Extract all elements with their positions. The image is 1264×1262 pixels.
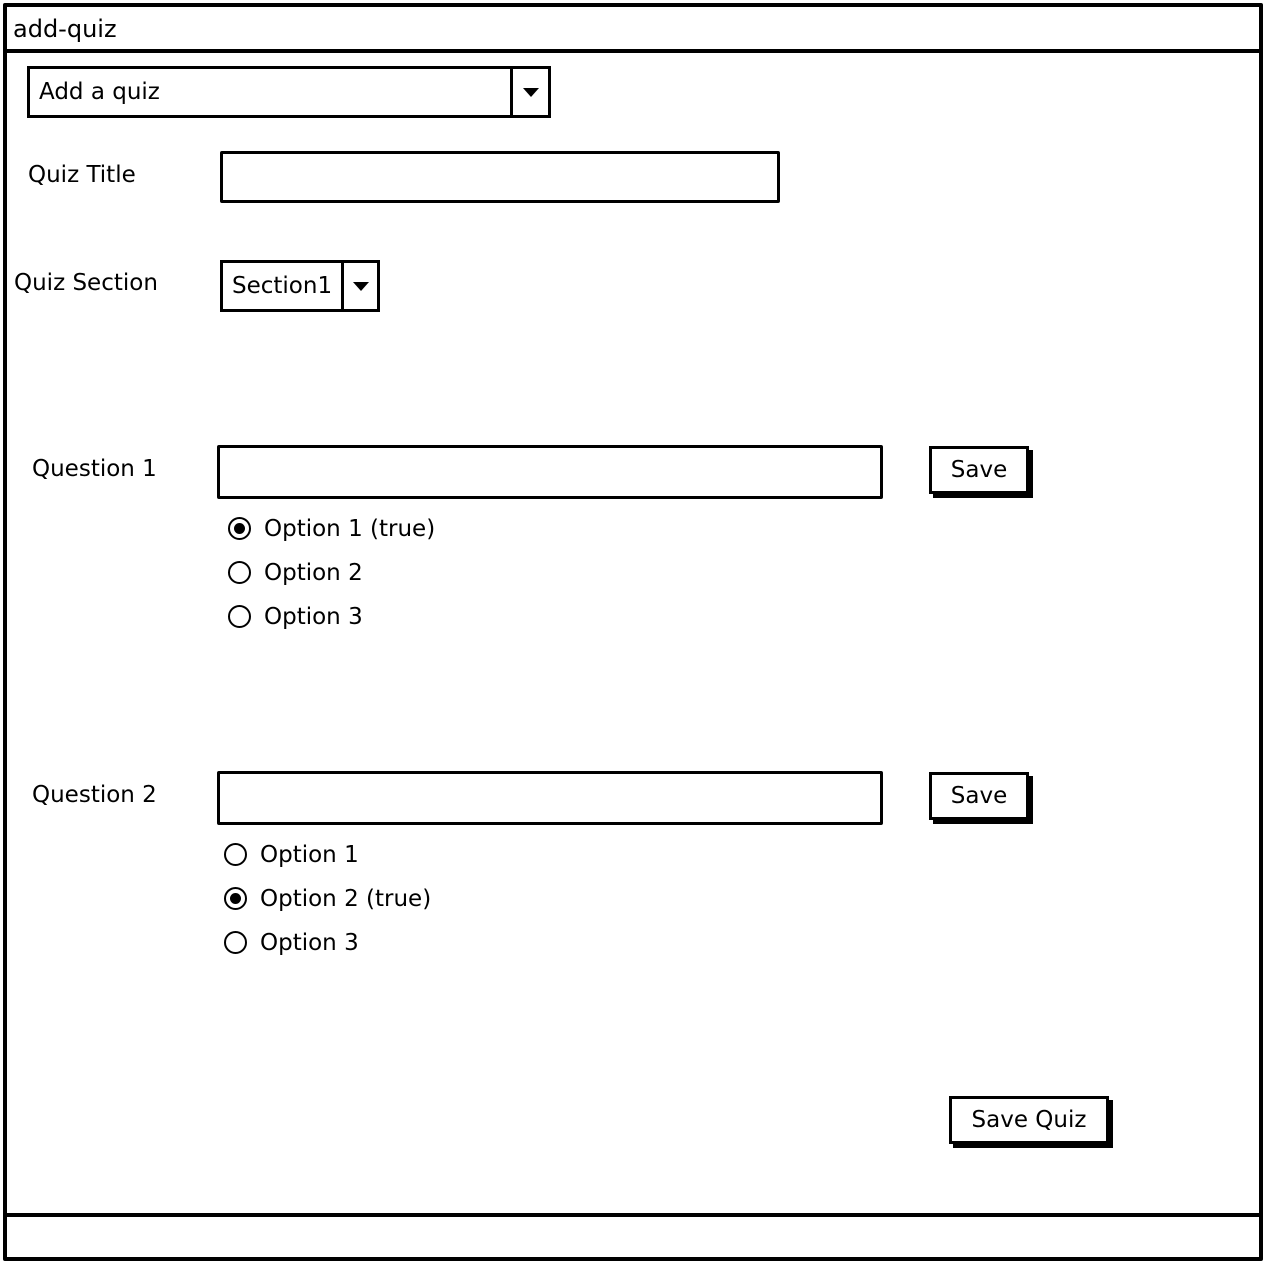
save-quiz-button[interactable]: Save Quiz [949, 1096, 1109, 1144]
radio-selected-icon[interactable] [224, 887, 247, 910]
mode-dropdown[interactable]: Add a quiz [27, 66, 551, 118]
quiz-title-label: Quiz Title [28, 162, 136, 188]
question-2-label: Question 2 [32, 782, 157, 808]
radio-unselected-icon[interactable] [224, 843, 247, 866]
option-label: Option 1 (true) [264, 516, 436, 542]
quiz-section-dropdown[interactable]: Section1 [220, 260, 380, 312]
question-1-label: Question 1 [32, 456, 157, 482]
radio-selected-icon[interactable] [228, 517, 251, 540]
app-window: add-quiz Add a quiz Quiz Title Quiz Sect… [3, 3, 1263, 1261]
mode-dropdown-button[interactable] [510, 69, 548, 115]
question-1-input[interactable] [217, 445, 883, 499]
mode-dropdown-value: Add a quiz [39, 79, 160, 105]
question-2-save-label: Save [950, 783, 1008, 809]
window-title: add-quiz [13, 15, 117, 43]
quiz-title-input[interactable] [220, 151, 780, 203]
radio-dot [230, 893, 241, 904]
quiz-section-label: Quiz Section [14, 270, 158, 296]
option-label: Option 1 [260, 842, 359, 868]
option-label: Option 2 [264, 560, 363, 586]
question-1-save-button[interactable]: Save [929, 446, 1029, 494]
question-2-save-button[interactable]: Save [929, 772, 1029, 820]
save-quiz-label: Save Quiz [971, 1107, 1087, 1133]
option-label: Option 2 (true) [260, 886, 432, 912]
status-bar [7, 1213, 1259, 1261]
chevron-down-icon [522, 88, 539, 97]
quiz-section-dropdown-button[interactable] [341, 263, 377, 309]
title-bar: add-quiz [7, 7, 1259, 53]
radio-unselected-icon[interactable] [228, 605, 251, 628]
question-1-save-label: Save [950, 457, 1008, 483]
quiz-section-value: Section1 [232, 273, 333, 299]
option-label: Option 3 [264, 604, 363, 630]
question-2-input[interactable] [217, 771, 883, 825]
radio-unselected-icon[interactable] [224, 931, 247, 954]
chevron-down-icon [352, 282, 369, 291]
radio-unselected-icon[interactable] [228, 561, 251, 584]
option-label: Option 3 [260, 930, 359, 956]
radio-dot [234, 523, 245, 534]
